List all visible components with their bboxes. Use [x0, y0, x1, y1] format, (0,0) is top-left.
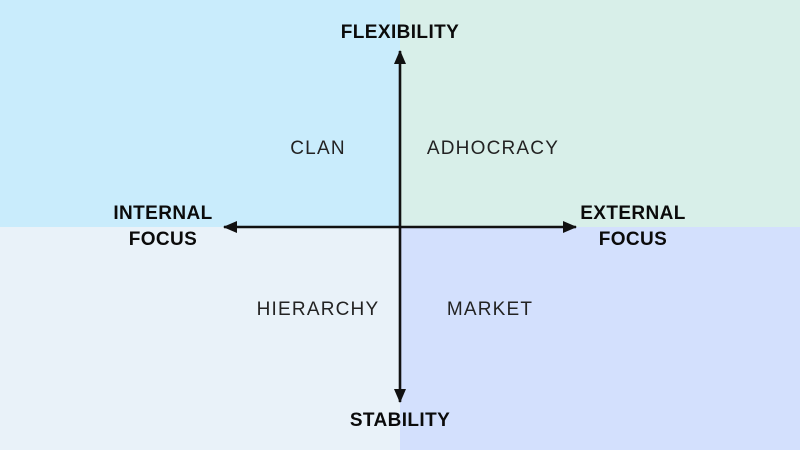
axis-label-internal-line2: FOCUS [128, 229, 198, 250]
axis-label-external-line2: FOCUS [598, 229, 668, 250]
quadrant-label-hierarchy: HIERARCHY [256, 299, 380, 320]
quadrant-label-clan: CLAN [290, 138, 346, 159]
axis-label-external-line1: EXTERNAL [580, 203, 686, 224]
quadrant-top-right-background [400, 0, 800, 227]
quadrant-bottom-left-background [0, 227, 400, 450]
axis-label-stability: STABILITY [349, 410, 451, 431]
axis-label-external-focus: EXTERNAL FOCUS [580, 201, 686, 253]
axis-label-flexibility: FLEXIBILITY [340, 22, 460, 43]
quadrant-label-adhocracy: ADHOCRACY [426, 138, 560, 159]
quadrant-bottom-right-background [400, 227, 800, 450]
quadrant-label-market: MARKET [446, 299, 534, 320]
quadrant-top-left-background [0, 0, 400, 227]
axis-label-internal-line1: INTERNAL [113, 203, 213, 224]
axis-label-internal-focus: INTERNAL FOCUS [113, 201, 212, 253]
